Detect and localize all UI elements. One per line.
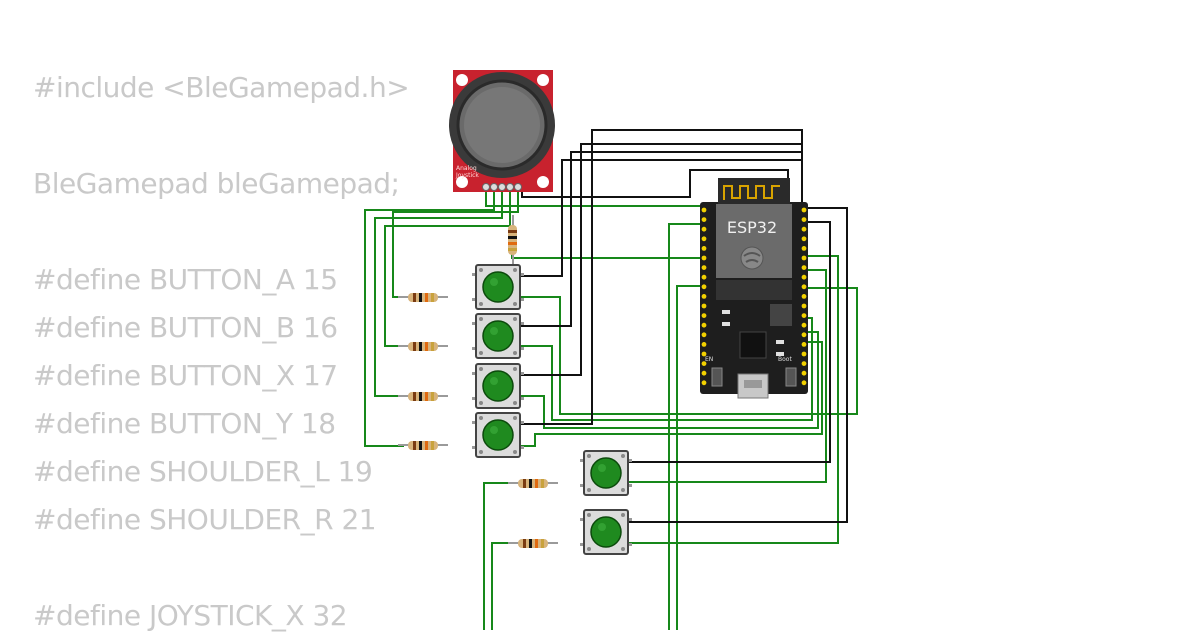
joystick-label: Analog	[456, 165, 477, 172]
header-pin	[701, 294, 707, 299]
header-pin	[801, 274, 807, 280]
header-pin	[801, 236, 807, 242]
resistor	[397, 292, 449, 303]
header-pin	[801, 342, 807, 347]
header-pin	[801, 226, 807, 232]
header-pin	[701, 370, 707, 376]
header-pin	[801, 294, 807, 299]
header-pin	[701, 361, 707, 366]
header-pin	[701, 226, 707, 232]
header-pin	[801, 351, 807, 357]
resistor	[507, 538, 559, 549]
en-label: EN	[705, 356, 713, 363]
code-line: #define BUTTON_X 17	[33, 359, 338, 392]
header-pin	[701, 255, 707, 261]
pushbutton-shoulder-r	[579, 509, 633, 555]
code-line: #define SHOULDER_R 21	[33, 503, 377, 536]
resistor	[397, 341, 449, 352]
resistor	[507, 478, 559, 489]
header-pin	[801, 265, 807, 270]
header-pin	[801, 380, 807, 386]
resistor	[397, 391, 449, 402]
code-line: #define BUTTON_A 15	[33, 263, 338, 296]
esp32-board: ESP32 EN Boot	[700, 178, 808, 399]
joystick-module: Analog Joystick	[449, 70, 555, 192]
pushbutton-b	[471, 313, 525, 359]
header-pin	[701, 217, 707, 223]
pushbutton-x	[471, 363, 525, 409]
header-pin	[801, 332, 807, 338]
pushbutton-shoulder-l	[579, 450, 633, 496]
header-pin	[701, 342, 707, 347]
header-pin	[701, 265, 707, 270]
boot-label: Boot	[778, 356, 792, 363]
black-wires	[519, 129, 848, 523]
resistor	[397, 440, 449, 451]
header-pin	[701, 332, 707, 338]
header-pin	[701, 207, 707, 213]
header-pin	[701, 303, 707, 309]
header-pin	[701, 274, 707, 280]
esp32-label: ESP32	[727, 218, 777, 237]
code-line: #define SHOULDER_L 19	[33, 455, 373, 488]
pushbutton-a	[471, 264, 525, 310]
header-pin	[801, 255, 807, 261]
header-pin	[701, 351, 707, 357]
header-pin	[801, 313, 807, 318]
joystick-label: Joystick	[455, 172, 479, 179]
header-pin	[801, 207, 807, 213]
code-line: #include <BleGamepad.h>	[33, 71, 410, 104]
header-pin	[701, 380, 707, 386]
header-pin	[801, 217, 807, 223]
header-pin	[701, 284, 707, 290]
header-pin	[801, 246, 807, 251]
header-pin	[801, 361, 807, 366]
header-pin	[701, 322, 707, 328]
header-pin	[701, 313, 707, 318]
header-pin	[801, 322, 807, 328]
code-line: #define BUTTON_Y 18	[33, 407, 336, 440]
header-pin	[801, 370, 807, 376]
code-line: #define JOYSTICK_X 32	[33, 599, 348, 632]
header-pin	[701, 236, 707, 242]
pushbutton-y	[471, 412, 525, 458]
header-pin	[801, 303, 807, 309]
code-line: BleGamepad bleGamepad;	[33, 167, 400, 200]
code-line: #define BUTTON_B 16	[33, 311, 338, 344]
header-pin	[801, 284, 807, 290]
header-pin	[701, 246, 707, 251]
